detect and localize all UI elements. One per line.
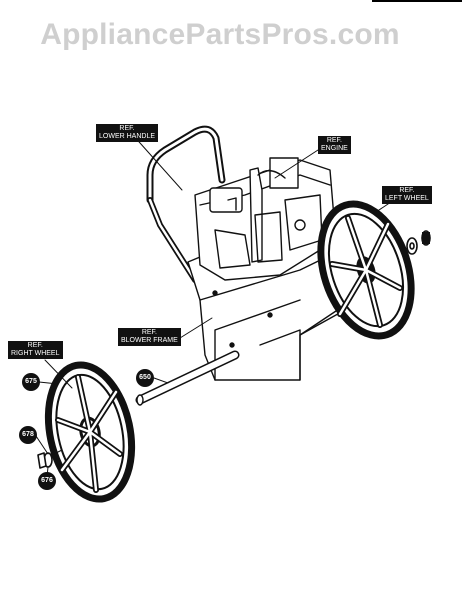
- callout-left-wheel: REF. LEFT WHEEL: [382, 186, 432, 204]
- watermark: AppliancePartsPros.com: [40, 18, 400, 51]
- leader-lines: [35, 133, 401, 478]
- lower-handle-drawing: [146, 125, 226, 283]
- top-rule: [372, 0, 462, 2]
- callout-engine: REF. ENGINE: [318, 136, 351, 154]
- callout-blower-frame: REF. BLOWER FRAME: [118, 328, 181, 346]
- callout-right-wheel: REF. RIGHT WHEEL: [8, 341, 63, 359]
- part-number-nut: 678: [19, 426, 37, 444]
- right-washer-nut-drawing: [37, 449, 63, 469]
- part-number-washer: 676: [38, 472, 56, 490]
- left-wheel-drawing: [317, 200, 415, 340]
- left-washer-nut-drawing: [406, 230, 431, 255]
- engine-drawing: [194, 157, 336, 281]
- axle-drawing: [135, 350, 240, 406]
- part-number-axle: 650: [136, 369, 154, 387]
- callout-lower-handle: REF. LOWER HANDLE: [96, 124, 159, 142]
- right-wheel-drawing: [44, 361, 136, 503]
- part-number-wheel: 675: [22, 373, 40, 391]
